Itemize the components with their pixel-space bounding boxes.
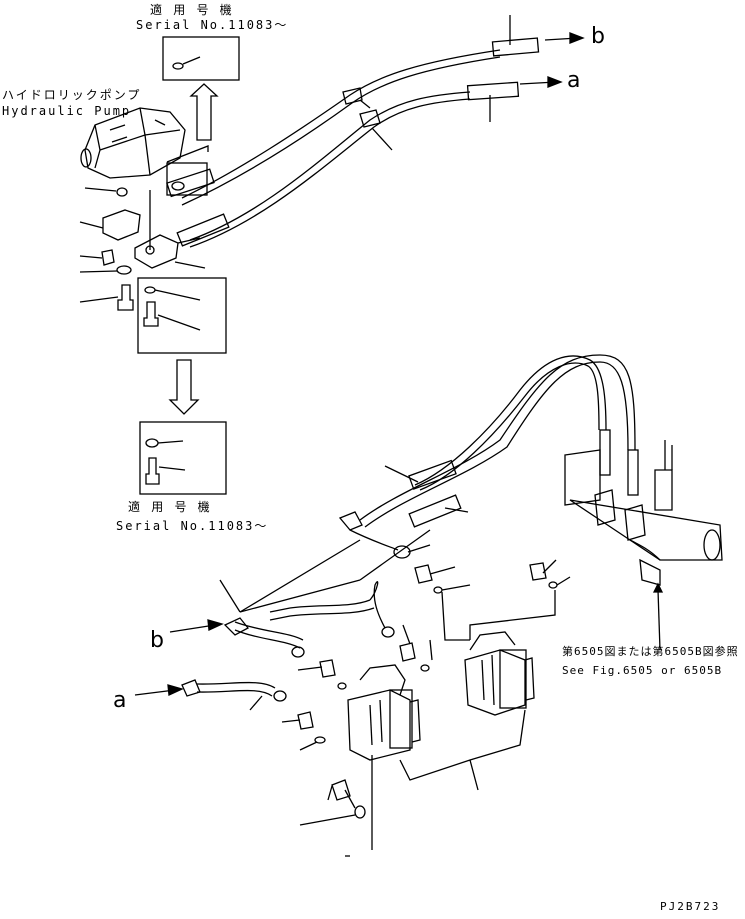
upper-hoses bbox=[166, 15, 585, 248]
up-arrow bbox=[189, 83, 219, 141]
callout-b-left: b bbox=[150, 628, 164, 653]
callout-b-top: b bbox=[591, 24, 605, 49]
callout-a-left: a bbox=[113, 688, 127, 713]
lower-detail-box bbox=[137, 277, 227, 354]
bottom-applicable-label: 適 用 号 機 bbox=[128, 500, 212, 514]
valve-manifold bbox=[564, 440, 723, 651]
control-valve-left bbox=[347, 664, 421, 850]
down-arrow bbox=[168, 359, 200, 415]
bottom-serial-label: Serial No.11083～ bbox=[116, 519, 269, 533]
top-applicable-box bbox=[162, 36, 240, 81]
pump-label-en: Hydraulic Pump bbox=[2, 104, 132, 118]
callout-a-top: a bbox=[567, 68, 581, 93]
right-hoses bbox=[359, 354, 639, 528]
control-valve-right bbox=[464, 631, 535, 716]
pump-label-jp: ハイドロリックポンプ bbox=[2, 88, 142, 102]
hydraulic-pump bbox=[80, 107, 186, 179]
arrow-b-left bbox=[169, 624, 216, 633]
bottom-applicable-box bbox=[139, 421, 227, 495]
top-serial-label: Serial No.11083～ bbox=[136, 18, 289, 32]
reference-label-jp: 第6505図または第6505B図参照 bbox=[562, 645, 739, 658]
reference-label-en: See Fig.6505 or 6505B bbox=[562, 664, 723, 677]
top-applicable-label: 適 用 号 機 bbox=[150, 3, 234, 17]
drawing-code: PJ2B723 bbox=[660, 900, 721, 913]
o-ring-part bbox=[172, 62, 184, 70]
